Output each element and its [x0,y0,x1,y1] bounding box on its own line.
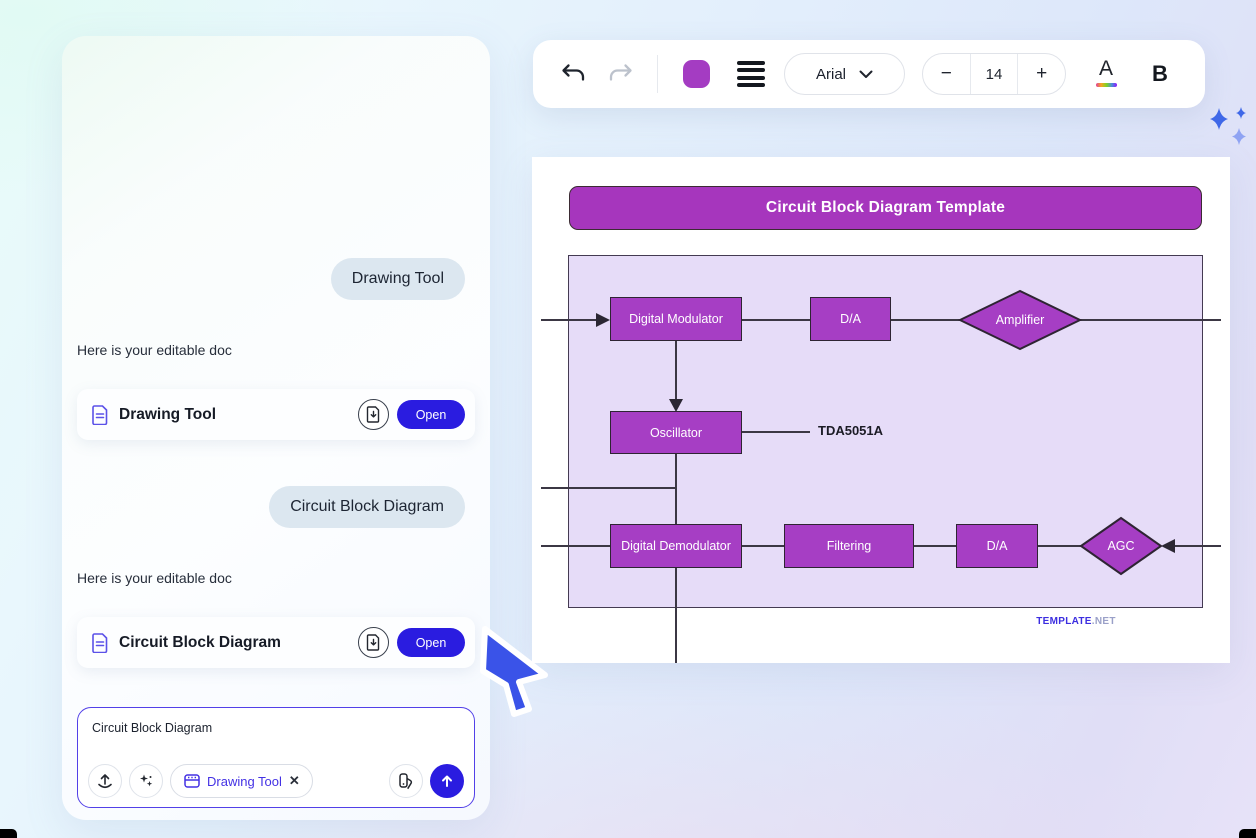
block-filtering[interactable]: Filtering [784,524,914,568]
download-doc-icon [366,634,381,651]
open-doc-button[interactable]: Open [397,400,465,429]
block-digital-demodulator[interactable]: Digital Demodulator [610,524,742,568]
assistant-message: Here is your editable doc [77,342,232,358]
user-message-bubble: Circuit Block Diagram [269,486,465,528]
chat-panel: Drawing Tool Here is your editable doc D… [62,36,490,820]
font-size-value[interactable]: 14 [969,54,1019,94]
download-doc-button[interactable] [358,399,389,430]
font-family-select[interactable]: Arial [784,53,905,95]
document-canvas[interactable]: Circuit Block Diagram Template [532,157,1230,663]
watermark: TEMPLATE.NET [976,616,1176,627]
download-doc-button[interactable] [358,627,389,658]
drawing-tool-icon [184,774,200,788]
document-icon [92,632,108,653]
decrease-font-size-button[interactable]: − [923,54,970,94]
doc-card-title: Drawing Tool [119,405,217,423]
font-size-control: − 14 + [922,53,1066,95]
composer-input[interactable]: Circuit Block Diagram [92,721,213,735]
swatchbook-icon [397,772,415,790]
download-doc-icon [366,406,381,423]
block-da-top[interactable]: D/A [810,297,891,341]
templates-button[interactable] [389,764,423,798]
composer: Circuit Block Diagram Drawing Tool ✕ [77,707,475,808]
open-doc-button[interactable]: Open [397,628,465,657]
diagram-title-bar[interactable]: Circuit Block Diagram Template [569,186,1202,230]
user-message-bubble: Drawing Tool [330,258,465,300]
screen-corner-mark [1239,829,1256,838]
send-arrow-icon [439,773,455,789]
toolbar-divider [657,55,658,93]
assistant-message: Here is your editable doc [77,570,232,586]
chip-label-tda5051a[interactable]: TDA5051A [818,423,884,438]
increase-font-size-button[interactable]: + [1018,54,1065,94]
send-button[interactable] [430,764,464,798]
doc-card-circuit-block-diagram: Circuit Block Diagram Open [77,617,475,668]
rainbow-underline [1095,83,1117,87]
watermark-bold: TEMPLATE [1036,616,1092,627]
sparkles-icon [138,773,154,789]
attachment-chip[interactable]: Drawing Tool ✕ [170,764,313,798]
screen-corner-mark [0,829,17,838]
chevron-down-icon [859,70,873,79]
font-color-letter: A [1098,57,1113,80]
ai-assistant-sparkles[interactable] [1202,102,1254,159]
font-color-button[interactable]: A [1091,56,1121,92]
undo-button[interactable] [557,58,589,90]
block-digital-modulator[interactable]: Digital Modulator [610,297,742,341]
block-agc-label[interactable]: AGC [1107,539,1135,553]
doc-card-drawing-tool: Drawing Tool Open [77,389,475,440]
ai-enhance-button[interactable] [129,764,163,798]
watermark-rest: .NET [1091,616,1116,627]
block-da-bottom[interactable]: D/A [956,524,1038,568]
document-icon [92,404,108,425]
editor-toolbar: Arial − 14 + A B [533,40,1205,108]
bold-button[interactable]: B [1145,58,1175,90]
block-amplifier-label[interactable]: Amplifier [995,313,1045,327]
font-family-value: Arial [815,65,846,83]
block-oscillator[interactable]: Oscillator [610,411,742,454]
remove-attachment-icon[interactable]: ✕ [288,773,300,788]
upload-button[interactable] [88,764,122,798]
doc-card-title: Circuit Block Diagram [119,633,281,651]
attachment-chip-label: Drawing Tool [207,773,282,789]
redo-button[interactable] [605,58,637,90]
line-spacing-button[interactable] [737,61,765,87]
upload-icon [96,772,114,790]
fill-color-swatch[interactable] [683,60,710,88]
